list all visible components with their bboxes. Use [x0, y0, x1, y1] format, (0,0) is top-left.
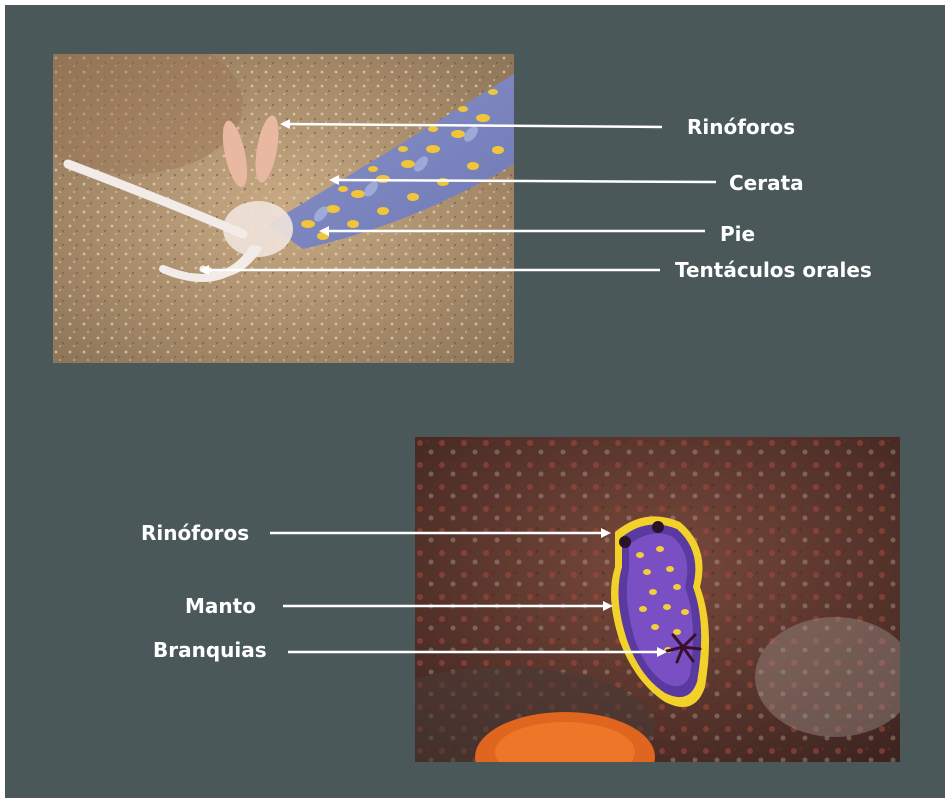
- label-manto: Manto: [185, 594, 256, 618]
- label-tentaculos-orales: Tentáculos orales: [675, 258, 872, 282]
- label-branquias: Branquias: [153, 638, 267, 662]
- label-rinoforos-top: Rinóforos: [687, 115, 795, 139]
- bottom-photo: [415, 437, 900, 762]
- top-photo: [53, 54, 514, 363]
- label-rinoforos-bottom: Rinóforos: [141, 521, 249, 545]
- label-cerata: Cerata: [729, 171, 804, 195]
- label-pie: Pie: [720, 222, 755, 246]
